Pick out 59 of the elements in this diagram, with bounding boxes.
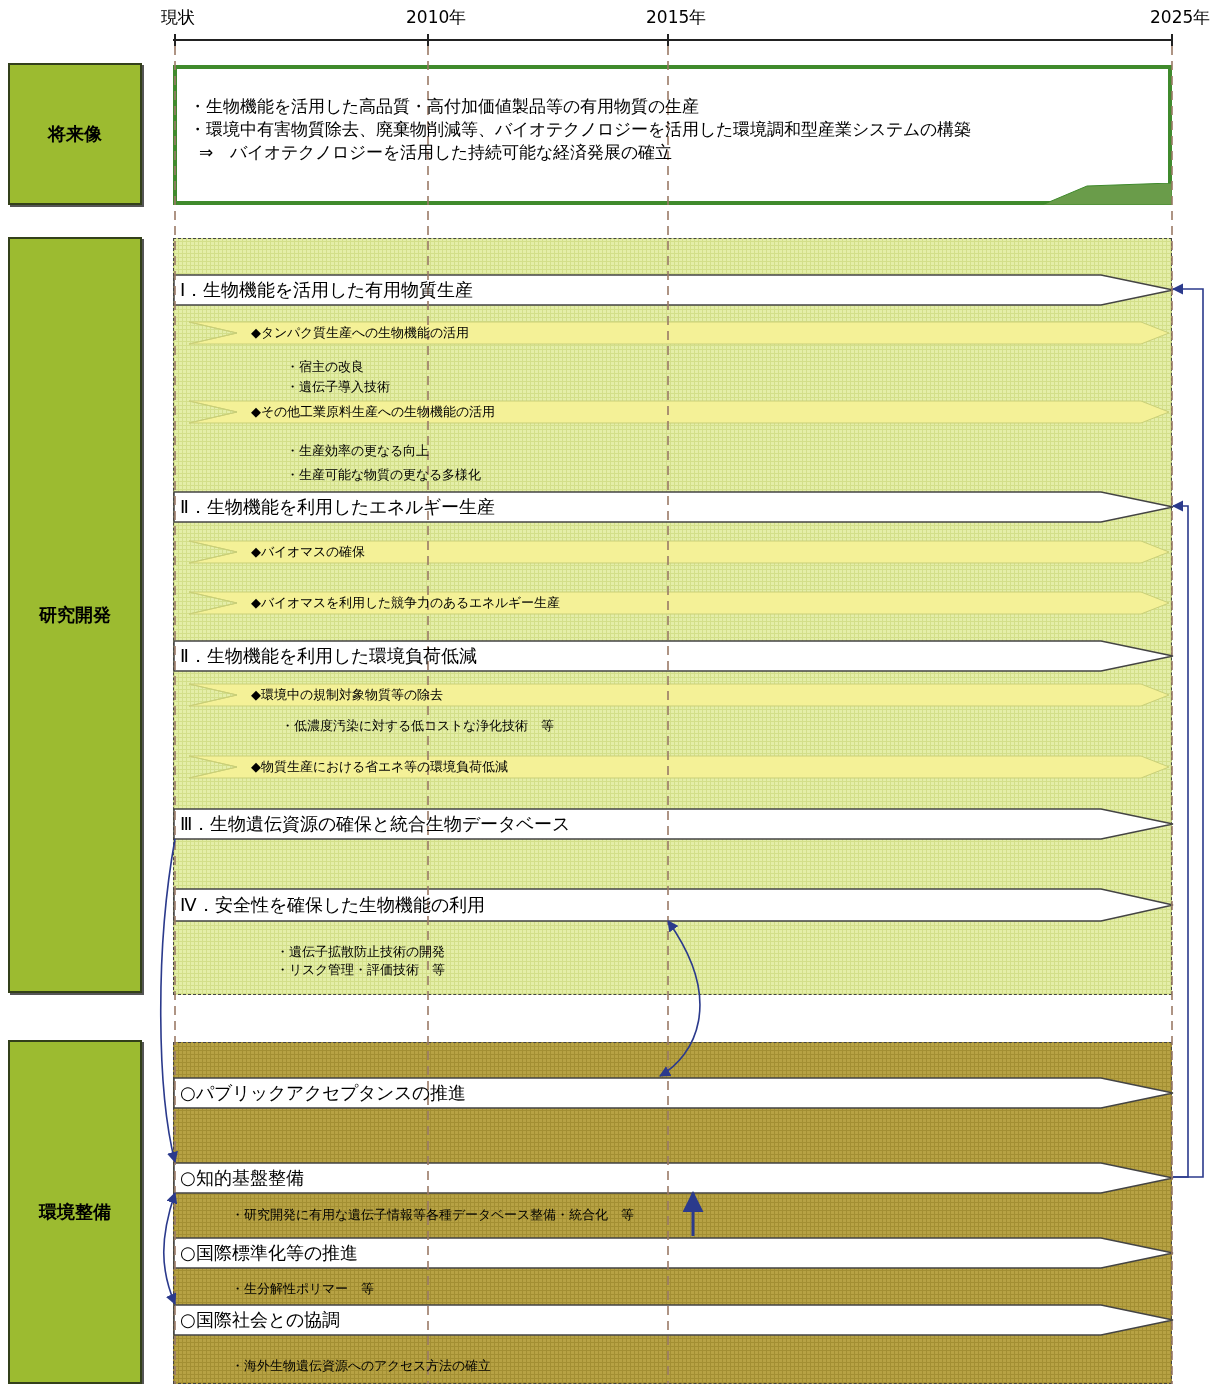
arrow-label: ○知的基盤整備 — [180, 1166, 304, 1190]
task-banner — [189, 592, 1169, 614]
connector-arrow — [1171, 283, 1204, 1178]
arrow-label: Ⅲ．生物遺伝資源の確保と統合生物データベース — [180, 812, 571, 836]
note-text: ・遺伝子拡散防止技術の開発 — [276, 943, 445, 961]
connector-arrow — [659, 920, 701, 1077]
note-text: ・研究開発に有用な遺伝子情報等各種データベース整備・統合化 等 — [231, 1206, 634, 1224]
year-label: 2015年 — [646, 6, 707, 29]
theme-banner — [174, 492, 1173, 522]
task-banner — [189, 322, 1169, 344]
year-label: 2025年 — [1150, 6, 1211, 29]
sub-arrow-label: ◆タンパク質生産への生物機能の活用 — [251, 324, 469, 342]
arrow-label: Ⅱ．生物機能を利用した環境負荷低減 — [180, 644, 477, 668]
vision-text: ⇒ バイオテクノロジーを活用した持続可能な経済発展の確立 — [198, 141, 674, 164]
sub-arrow-label: ◆環境中の規制対象物質等の除去 — [251, 686, 443, 704]
sub-arrow-label: ◆その他工業原料生産への生物機能の活用 — [251, 403, 495, 421]
arrow-label: ○国際標準化等の推進 — [180, 1241, 358, 1265]
theme-banner — [174, 641, 1173, 671]
research-band — [173, 238, 1172, 995]
arrow-label: ○パブリックアクセプタンスの推進 — [180, 1081, 466, 1105]
note-text: ・生産効率の更なる向上 — [286, 442, 429, 460]
note-text: ・生分解性ポリマー 等 — [231, 1280, 374, 1298]
row-header: 環境整備 — [8, 1040, 142, 1384]
year-label: 2010年 — [406, 6, 467, 29]
theme-banner — [174, 1238, 1173, 1268]
vision-box — [173, 65, 1172, 205]
row-header: 将来像 — [8, 63, 142, 205]
note-text: ・生産可能な物質の更なる多様化 — [286, 466, 481, 484]
connector-arrow — [1171, 500, 1189, 1178]
theme-banner — [174, 889, 1173, 921]
year-label: 現状 — [161, 6, 195, 29]
theme-banner — [174, 1305, 1173, 1335]
task-banner — [189, 541, 1169, 563]
task-banner — [189, 684, 1169, 706]
sub-arrow-label: ◆バイオマスの確保 — [251, 543, 365, 561]
task-banner — [189, 756, 1169, 778]
theme-banner — [174, 1078, 1173, 1108]
arrow-label: ○国際社会との協調 — [180, 1308, 340, 1332]
arrow-label: Ⅱ．生物機能を利用したエネルギー生産 — [180, 495, 495, 519]
task-banner — [189, 401, 1169, 423]
sub-arrow-label: ◆バイオマスを利用した競争力のあるエネルギー生産 — [251, 594, 560, 612]
arrow-label: Ⅰ．生物機能を活用した有用物質生産 — [180, 278, 474, 302]
vision-text: ・環境中有害物質除去、廃棄物削減等、バイオテクノロジーを活用した環境調和型産業システムの構築 — [189, 118, 972, 141]
note-text: ・遺伝子導入技術 — [286, 378, 390, 396]
row-header: 研究開発 — [8, 237, 142, 993]
connector-arrow — [682, 1190, 704, 1236]
theme-banner — [174, 275, 1173, 305]
arrow-label: Ⅳ．安全性を確保した生物機能の利用 — [180, 893, 485, 917]
connector-arrow — [162, 1191, 178, 1306]
theme-banner — [174, 1163, 1173, 1193]
vision-text: ・生物機能を活用した高品質・高付加価値製品等の有用物質の生産 — [189, 95, 700, 118]
sub-arrow-label: ◆物質生産における省エネ等の環境負荷低減 — [251, 758, 508, 776]
environment-band — [173, 1042, 1172, 1384]
note-text: ・海外生物遺伝資源へのアクセス方法の確立 — [231, 1357, 491, 1375]
connector-arrow — [159, 838, 179, 1164]
note-text: ・宿主の改良 — [286, 358, 364, 376]
theme-banner — [174, 809, 1173, 839]
note-text: ・低濃度汚染に対する低コストな浄化技術 等 — [281, 717, 554, 735]
note-text: ・リスク管理・評価技術 等 — [276, 961, 445, 979]
